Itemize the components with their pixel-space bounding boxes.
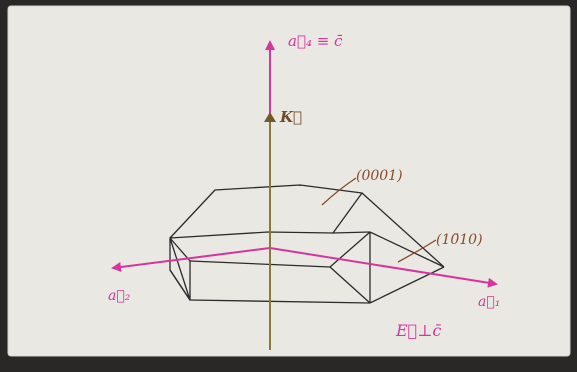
- crystal-edge: [369, 231, 445, 268]
- crystal-edge: [169, 269, 191, 301]
- axis-a1-label: a⃗₁: [478, 294, 500, 310]
- hexagonal-crystal: [169, 184, 445, 304]
- crystal-edge: [189, 299, 371, 304]
- basal-face-pointer: [321, 177, 357, 206]
- axis-a2: [111, 247, 271, 272]
- crystal-edge: [332, 231, 371, 234]
- basal-face-label: (0001): [356, 168, 403, 184]
- crystal-edge: [169, 237, 191, 262]
- prism-face-pointer: [397, 239, 437, 263]
- axis-a2-label: a⃗₂: [108, 288, 131, 304]
- k-vector-label: K⃗: [279, 108, 302, 126]
- prism-face-label: (10̄10): [436, 232, 483, 248]
- crystal-edge: [189, 260, 331, 268]
- crystal-edge: [361, 192, 445, 268]
- crystal-edge: [329, 231, 371, 268]
- axis-a4-label: a⃗₄ ≡ c̄: [288, 32, 343, 50]
- paper-sheet: [7, 5, 571, 357]
- crystal-edge: [329, 266, 371, 304]
- field-orientation-label: E⃗⊥c̄: [395, 321, 441, 340]
- face-pointers: [321, 177, 437, 263]
- axis-a1: [269, 247, 498, 288]
